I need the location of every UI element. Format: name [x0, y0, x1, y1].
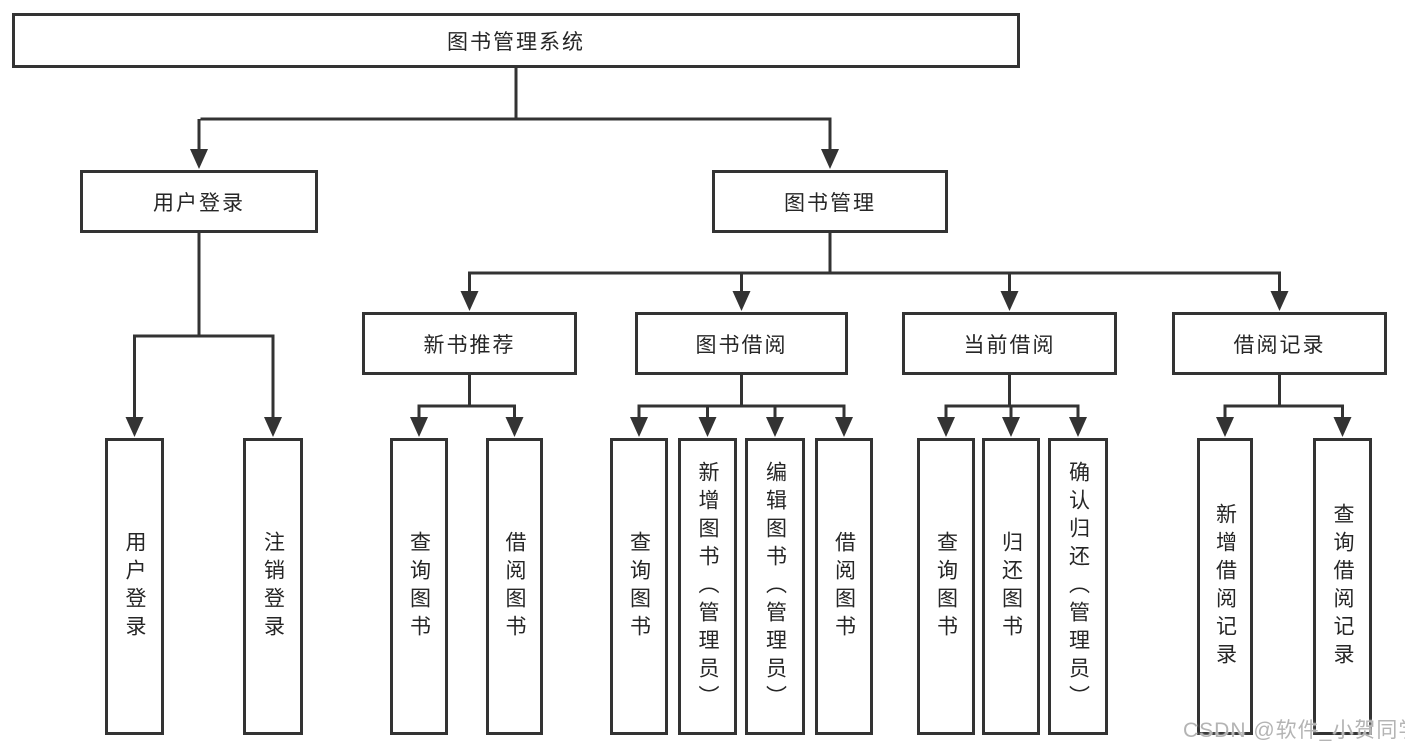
leaf-add-books-admin: 新增图书（管理员）: [678, 438, 737, 735]
leaf-query-books-3: 查询图书: [917, 438, 975, 735]
leaf-query-books-1: 查询图书: [390, 438, 448, 735]
leaf-query-borrow-record: 查询借阅记录: [1313, 438, 1372, 735]
node-label: 当前借阅: [963, 333, 1056, 357]
leaf-borrow-books-2: 借阅图书: [815, 438, 873, 735]
leaf-label: 归还图书: [999, 530, 1023, 643]
node-library-management-system: 图书管理系统: [12, 13, 1020, 68]
csdn-watermark: CSDN @软件_小贺同学: [1183, 719, 1405, 742]
leaf-confirm-return-admin: 确认归还（管理员）: [1048, 438, 1108, 735]
leaf-label: 借阅图书: [503, 530, 526, 643]
leaf-label: 查询图书: [934, 530, 958, 643]
node-label: 图书管理系统: [447, 30, 585, 54]
leaf-label: 查询借阅记录: [1331, 502, 1354, 671]
leaf-label: 查询图书: [407, 530, 431, 643]
leaf-label: 确认归还（管理员）: [1066, 460, 1090, 713]
leaf-add-borrow-record: 新增借阅记录: [1197, 438, 1253, 735]
leaf-label: 用户登录: [123, 530, 146, 643]
leaf-query-books-2: 查询图书: [610, 438, 668, 735]
leaf-borrow-books-1: 借阅图书: [486, 438, 543, 735]
leaf-label: 新增图书（管理员）: [696, 460, 719, 713]
node-current-borrowing: 当前借阅: [902, 312, 1117, 375]
leaf-label: 查询图书: [627, 530, 651, 643]
leaf-label: 新增借阅记录: [1213, 502, 1237, 671]
node-label: 图书管理: [784, 191, 876, 215]
leaf-edit-books-admin: 编辑图书（管理员）: [745, 438, 805, 735]
leaf-user-login: 用户登录: [105, 438, 164, 735]
leaf-return-books: 归还图书: [982, 438, 1040, 735]
node-label: 图书借阅: [695, 333, 788, 357]
node-label: 用户登录: [153, 191, 245, 215]
node-borrowing-records: 借阅记录: [1172, 312, 1387, 375]
leaf-label: 注销登录: [261, 530, 285, 643]
node-label: 新书推荐: [423, 333, 516, 357]
node-book-borrowing: 图书借阅: [635, 312, 848, 375]
leaf-label: 借阅图书: [832, 530, 856, 643]
node-book-management-branch: 图书管理: [712, 170, 948, 233]
node-new-book-recommend: 新书推荐: [362, 312, 577, 375]
leaf-label: 编辑图书（管理员）: [763, 460, 787, 713]
leaf-logout: 注销登录: [243, 438, 303, 735]
node-label: 借阅记录: [1233, 333, 1326, 357]
node-user-login-branch: 用户登录: [80, 170, 318, 233]
